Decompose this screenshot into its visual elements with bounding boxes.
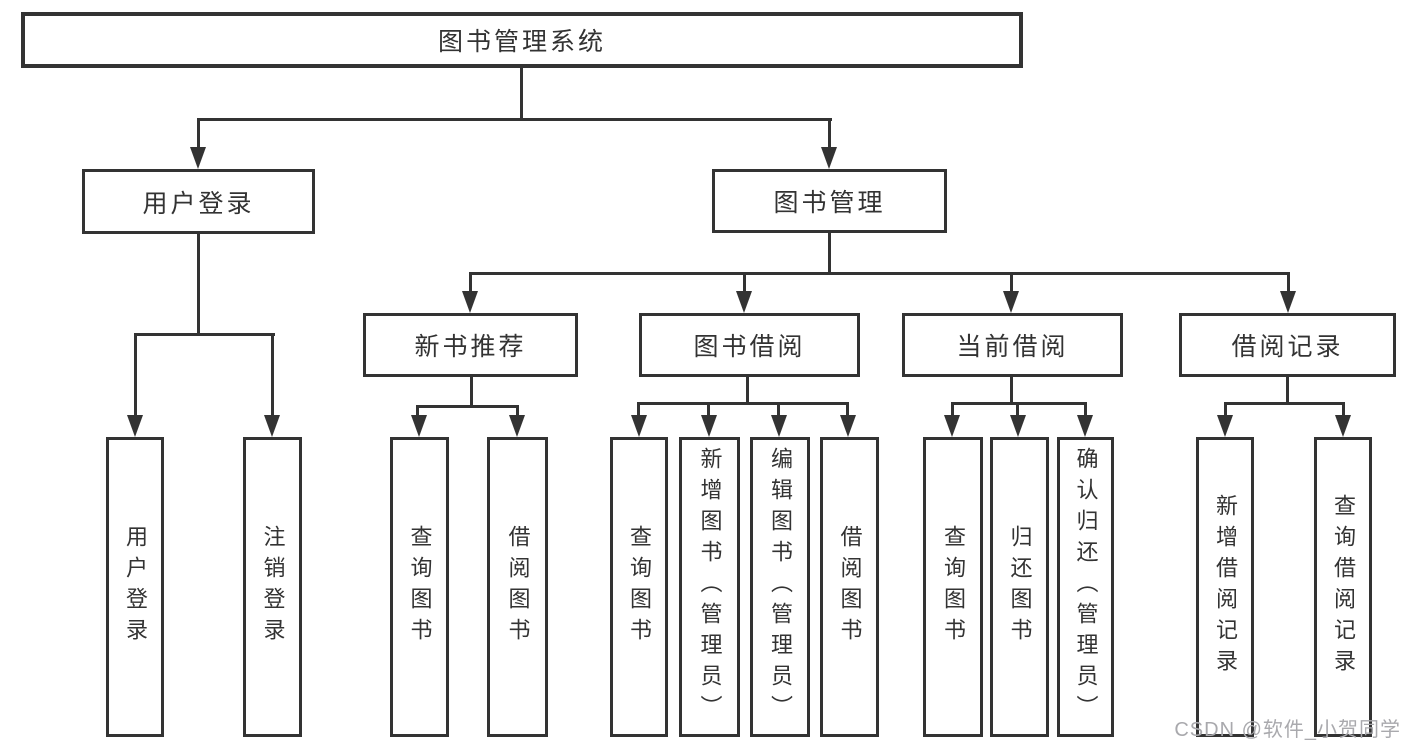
connector-line — [1286, 377, 1289, 405]
leaf-query-borrow-record: 查询借阅记录 — [1314, 437, 1372, 737]
node-user-login: 用户登录 — [82, 169, 315, 234]
arrowhead-icon — [1003, 291, 1019, 313]
connector-line — [828, 118, 831, 151]
node-new-book-recommend-label: 新书推荐 — [414, 333, 527, 361]
arrowhead-icon — [264, 415, 280, 437]
leaf-label: 注销登录 — [260, 525, 286, 649]
leaf-label: 查询借阅记录 — [1331, 494, 1356, 680]
arrowhead-icon — [190, 147, 206, 169]
arrowhead-icon — [771, 415, 787, 437]
node-borrow-records: 借阅记录 — [1179, 313, 1396, 377]
connector-line — [1287, 272, 1290, 293]
arrowhead-icon — [631, 415, 647, 437]
connector-line — [637, 402, 849, 405]
connector-line — [1016, 402, 1019, 419]
leaf-confirm-return-admin: 确认归还（管理员） — [1057, 437, 1114, 737]
connector-line — [1342, 402, 1345, 419]
connector-line — [777, 402, 780, 419]
connector-line — [271, 333, 274, 417]
node-borrow-records-label: 借阅记录 — [1231, 333, 1344, 361]
connector-line — [951, 402, 954, 419]
connector-line — [1010, 272, 1013, 293]
leaf-user-login: 用户登录 — [106, 437, 164, 737]
connector-line — [637, 402, 640, 419]
connector-line — [828, 233, 831, 275]
connector-line — [951, 402, 1087, 405]
node-root-label: 图书管理系统 — [437, 28, 606, 56]
leaf-query-books-1: 查询图书 — [390, 437, 449, 737]
connector-line — [197, 118, 200, 151]
leaf-query-books-3: 查询图书 — [923, 437, 983, 737]
connector-line — [134, 333, 275, 336]
arrowhead-icon — [944, 415, 960, 437]
node-current-borrow-label: 当前借阅 — [956, 333, 1069, 361]
node-new-book-recommend: 新书推荐 — [363, 313, 578, 377]
connector-line — [743, 272, 746, 293]
arrowhead-icon — [701, 415, 717, 437]
connector-line — [516, 405, 519, 419]
arrowhead-icon — [1077, 415, 1093, 437]
leaf-label: 借阅图书 — [837, 525, 863, 649]
leaf-label: 编辑图书（管理员） — [768, 447, 793, 726]
arrowhead-icon — [411, 415, 427, 437]
leaf-return-books: 归还图书 — [990, 437, 1049, 737]
arrowhead-icon — [1280, 291, 1296, 313]
connector-line — [520, 66, 523, 120]
leaf-label: 查询图书 — [407, 525, 433, 649]
connector-line — [746, 377, 749, 405]
connector-line — [470, 377, 473, 408]
leaf-query-books-2: 查询图书 — [610, 437, 668, 737]
connector-line — [134, 333, 137, 417]
connector-line — [416, 405, 519, 408]
csdn-watermark: CSDN @软件_小贺同学 — [1174, 719, 1401, 741]
arrowhead-icon — [840, 415, 856, 437]
connector-line — [1010, 377, 1013, 405]
arrowhead-icon — [509, 415, 525, 437]
connector-line — [846, 402, 849, 419]
leaf-borrow-books-1: 借阅图书 — [487, 437, 548, 737]
connector-line — [707, 402, 710, 419]
arrowhead-icon — [462, 291, 478, 313]
connector-line — [1084, 402, 1087, 419]
node-book-borrow: 图书借阅 — [639, 313, 860, 377]
connector-line — [416, 405, 419, 419]
leaf-label: 查询图书 — [627, 525, 652, 649]
leaf-label: 确认归还（管理员） — [1073, 447, 1099, 726]
leaf-add-borrow-record: 新增借阅记录 — [1196, 437, 1254, 737]
connector-line — [1224, 402, 1227, 419]
node-book-management: 图书管理 — [712, 169, 947, 233]
connector-line — [469, 272, 1290, 275]
arrowhead-icon — [1335, 415, 1351, 437]
node-book-borrow-label: 图书借阅 — [693, 333, 806, 361]
leaf-logout: 注销登录 — [243, 437, 302, 737]
leaf-label: 新增图书（管理员） — [697, 447, 723, 726]
leaf-label: 借阅图书 — [505, 525, 531, 649]
arrowhead-icon — [736, 291, 752, 313]
node-current-borrow: 当前借阅 — [902, 313, 1123, 377]
connector-line — [197, 234, 200, 336]
connector-line — [197, 118, 832, 121]
arrowhead-icon — [127, 415, 143, 437]
connector-line — [469, 272, 472, 293]
leaf-label: 归还图书 — [1007, 525, 1033, 649]
leaf-label: 查询图书 — [941, 525, 966, 649]
node-root: 图书管理系统 — [21, 12, 1023, 68]
arrowhead-icon — [1010, 415, 1026, 437]
connector-line — [1224, 402, 1345, 405]
leaf-borrow-books-2: 借阅图书 — [820, 437, 879, 737]
leaf-edit-books-admin: 编辑图书（管理员） — [750, 437, 810, 737]
arrowhead-icon — [821, 147, 837, 169]
arrowhead-icon — [1217, 415, 1233, 437]
leaf-label: 新增借阅记录 — [1213, 494, 1238, 680]
node-user-login-label: 用户登录 — [142, 189, 255, 218]
node-book-management-label: 图书管理 — [773, 189, 886, 217]
leaf-add-books-admin: 新增图书（管理员） — [679, 437, 740, 737]
leaf-label: 用户登录 — [123, 525, 148, 649]
